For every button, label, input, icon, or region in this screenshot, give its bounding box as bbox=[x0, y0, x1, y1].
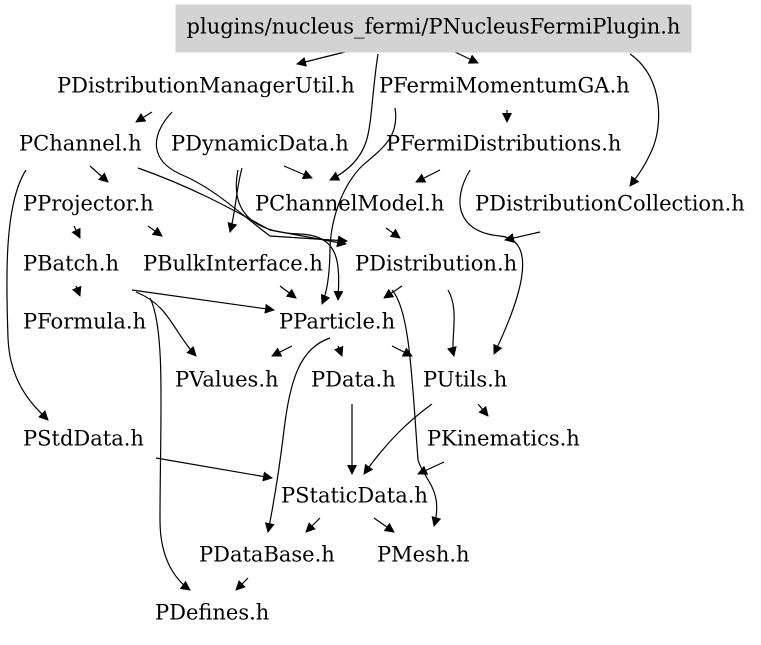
edge-dynamic-chanmodel bbox=[283, 165, 313, 180]
node-defines[interactable]: PDefines.h bbox=[155, 601, 269, 625]
edge-root-chanmodel bbox=[329, 53, 379, 181]
edge-staticdata-mesh bbox=[373, 517, 395, 533]
node-label-kinematics: PKinematics.h bbox=[427, 427, 580, 451]
node-fermimom[interactable]: PFermiMomentumGA.h bbox=[379, 74, 630, 98]
node-label-distmgr: PDistributionManagerUtil.h bbox=[57, 74, 355, 98]
node-label-values: PValues.h bbox=[175, 368, 279, 392]
edge-channel-stddata bbox=[6, 169, 49, 421]
node-batch[interactable]: PBatch.h bbox=[23, 252, 119, 276]
node-label-fermimom: PFermiMomentumGA.h bbox=[379, 74, 630, 98]
node-projector[interactable]: PProjector.h bbox=[23, 192, 154, 216]
node-mesh[interactable]: PMesh.h bbox=[377, 543, 470, 567]
node-staticdata[interactable]: PStaticData.h bbox=[281, 484, 428, 508]
node-chanmodel[interactable]: PChannelModel.h bbox=[255, 192, 444, 216]
node-stddata[interactable]: PStdData.h bbox=[23, 427, 144, 451]
edge-particle-data bbox=[334, 345, 344, 357]
node-data[interactable]: PData.h bbox=[311, 368, 396, 392]
edge-kinematics-staticdata bbox=[417, 461, 445, 475]
edge-particle-values bbox=[271, 345, 293, 357]
node-label-projector: PProjector.h bbox=[23, 192, 154, 216]
edge-particle-utils bbox=[391, 345, 413, 357]
node-distmgr[interactable]: PDistributionManagerUtil.h bbox=[57, 74, 355, 98]
node-values[interactable]: PValues.h bbox=[175, 368, 279, 392]
node-dynamic[interactable]: PDynamicData.h bbox=[171, 132, 349, 156]
node-bulk[interactable]: PBulkInterface.h bbox=[143, 252, 323, 276]
edge-dynamic-bulk bbox=[227, 167, 243, 233]
node-label-bulk: PBulkInterface.h bbox=[143, 252, 323, 276]
edge-staticdata-database bbox=[305, 517, 321, 533]
edge-projector-bulk bbox=[147, 225, 163, 237]
node-label-distribution: PDistribution.h bbox=[355, 252, 517, 276]
edge-channel-projector bbox=[89, 165, 109, 183]
node-label-distcoll: PDistributionCollection.h bbox=[475, 192, 745, 216]
edge-distmgr-channel bbox=[135, 111, 153, 123]
node-label-chanmodel: PChannelModel.h bbox=[255, 192, 444, 216]
edge-dynamic-particle bbox=[235, 169, 344, 301]
node-label-particle: PParticle.h bbox=[279, 310, 395, 334]
edge-database-defines bbox=[235, 577, 249, 591]
graph-nodes: plugins/nucleus_fermi/PNucleusFermiPlugi… bbox=[19, 4, 745, 625]
node-label-dynamic: PDynamicData.h bbox=[171, 132, 349, 156]
node-label-root: plugins/nucleus_fermi/PNucleusFermiPlugi… bbox=[187, 15, 681, 39]
node-label-channel: PChannel.h bbox=[19, 132, 142, 156]
node-label-data: PData.h bbox=[311, 368, 396, 392]
edge-root-distcoll bbox=[629, 53, 660, 187]
node-particle[interactable]: PParticle.h bbox=[279, 310, 395, 334]
node-database[interactable]: PDataBase.h bbox=[199, 543, 335, 567]
graph-edges bbox=[6, 51, 660, 591]
edge-bulk-particle bbox=[279, 285, 297, 299]
edge-batch-formula bbox=[72, 285, 82, 297]
node-distribution[interactable]: PDistribution.h bbox=[355, 252, 517, 276]
edge-batch-values bbox=[135, 291, 197, 357]
edge-fermimom-particle bbox=[320, 107, 397, 305]
node-label-database: PDataBase.h bbox=[199, 543, 335, 567]
edge-utils-staticdata bbox=[363, 403, 433, 475]
edge-utils-kinematics bbox=[477, 403, 489, 417]
node-label-formula: PFormula.h bbox=[23, 310, 146, 334]
edge-batch-particle bbox=[131, 289, 275, 314]
node-channel[interactable]: PChannel.h bbox=[19, 132, 142, 156]
edge-particle-database bbox=[264, 337, 331, 533]
node-utils[interactable]: PUtils.h bbox=[423, 368, 507, 392]
edge-distribution-mesh bbox=[391, 289, 442, 527]
edge-distcoll-distribution bbox=[504, 231, 541, 243]
edge-distmgr-distribution bbox=[155, 111, 348, 246]
node-label-defines: PDefines.h bbox=[155, 601, 269, 625]
node-distcoll[interactable]: PDistributionCollection.h bbox=[475, 192, 745, 216]
edge-stddata-staticdata bbox=[155, 457, 273, 482]
edge-formula-defines bbox=[149, 297, 191, 591]
node-label-fermidist: PFermiDistributions.h bbox=[386, 132, 621, 156]
edge-root-distmgr bbox=[296, 51, 346, 67]
edge-chanmodel-distribution bbox=[385, 227, 401, 239]
edge-fermidist-chanmodel bbox=[415, 169, 441, 183]
node-label-mesh: PMesh.h bbox=[377, 543, 470, 567]
node-kinematics[interactable]: PKinematics.h bbox=[427, 427, 580, 451]
edge-projector-batch bbox=[71, 225, 81, 239]
node-label-utils: PUtils.h bbox=[423, 368, 507, 392]
node-formula[interactable]: PFormula.h bbox=[23, 310, 146, 334]
node-label-stddata: PStdData.h bbox=[23, 427, 144, 451]
root-node-box bbox=[175, 4, 692, 53]
edge-fermidist-utils bbox=[459, 169, 524, 355]
node-label-staticdata: PStaticData.h bbox=[281, 484, 428, 508]
node-root[interactable]: plugins/nucleus_fermi/PNucleusFermiPlugi… bbox=[175, 4, 692, 53]
edge-distribution-utils bbox=[446, 289, 457, 357]
node-fermidist[interactable]: PFermiDistributions.h bbox=[386, 132, 621, 156]
node-label-batch: PBatch.h bbox=[23, 252, 119, 276]
edge-root-fermimom bbox=[454, 51, 479, 64]
